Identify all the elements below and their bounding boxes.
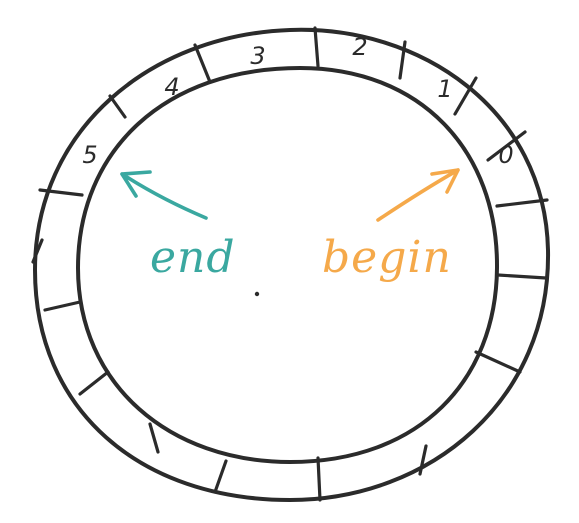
slot-label-1: 1 bbox=[437, 75, 452, 103]
outer-ring bbox=[32, 27, 551, 503]
divider-tick bbox=[496, 273, 548, 280]
slot-label-5: 5 bbox=[82, 141, 97, 169]
divider-tick bbox=[453, 76, 478, 116]
divider-tick bbox=[31, 238, 44, 264]
inner-ring bbox=[75, 65, 500, 465]
end-label: end bbox=[150, 232, 236, 283]
divider-tick bbox=[313, 26, 320, 68]
divider-tick bbox=[213, 459, 228, 494]
begin-arrow bbox=[376, 168, 460, 222]
slot-label-4: 4 bbox=[164, 73, 179, 101]
divider-tick bbox=[38, 188, 84, 197]
divider-tick bbox=[78, 370, 110, 396]
divider-tick bbox=[486, 130, 527, 162]
slot-dividers bbox=[31, 26, 549, 502]
divider-tick bbox=[495, 198, 549, 208]
divider-tick bbox=[148, 422, 160, 454]
begin-label: begin bbox=[322, 232, 452, 283]
center-dot bbox=[254, 291, 260, 297]
slot-label-3: 3 bbox=[250, 42, 265, 70]
divider-tick bbox=[108, 94, 127, 119]
divider-tick bbox=[193, 43, 212, 84]
end-arrow bbox=[120, 170, 208, 220]
divider-tick bbox=[474, 350, 522, 374]
divider-tick bbox=[43, 300, 82, 312]
slot-label-0: 0 bbox=[498, 141, 513, 169]
divider-tick bbox=[316, 456, 322, 502]
slot-label-2: 2 bbox=[352, 33, 367, 61]
divider-tick bbox=[418, 444, 428, 476]
divider-tick bbox=[398, 40, 407, 80]
slot-labels: 0 1 2 3 4 5 bbox=[82, 33, 513, 169]
begin-pointer: begin bbox=[322, 168, 460, 283]
end-pointer: end bbox=[120, 170, 236, 283]
